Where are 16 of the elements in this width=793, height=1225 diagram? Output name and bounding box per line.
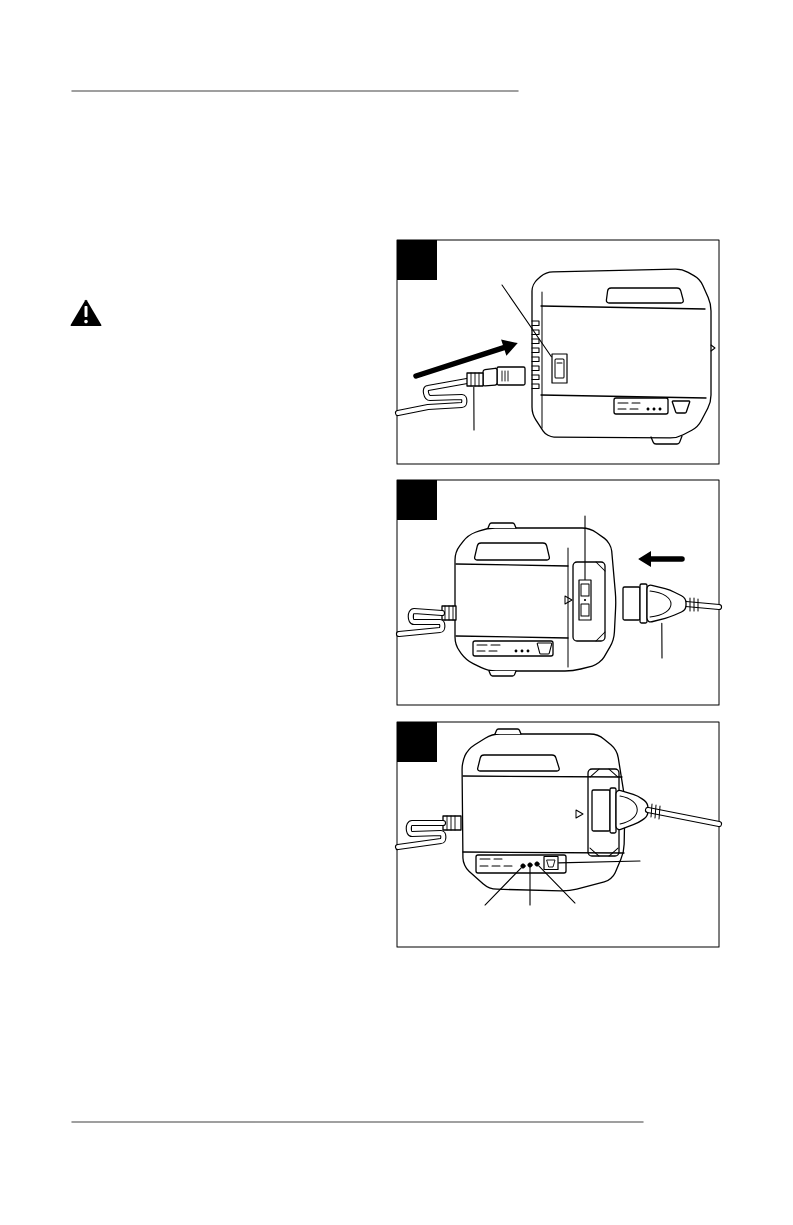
button <box>543 855 559 871</box>
leader-line <box>529 867 531 906</box>
leader-line <box>501 284 552 358</box>
power-plug <box>622 583 687 624</box>
power-socket <box>578 579 592 621</box>
power-plug <box>466 366 526 387</box>
leader-line <box>558 860 641 864</box>
led-light <box>527 862 533 868</box>
led-light <box>534 861 540 867</box>
leader-line <box>584 515 586 580</box>
led-light <box>520 863 526 869</box>
power-socket <box>551 353 568 384</box>
leader-line <box>473 386 475 431</box>
leader-line <box>484 867 522 906</box>
leader-line <box>538 865 576 904</box>
leader-line <box>661 622 663 659</box>
